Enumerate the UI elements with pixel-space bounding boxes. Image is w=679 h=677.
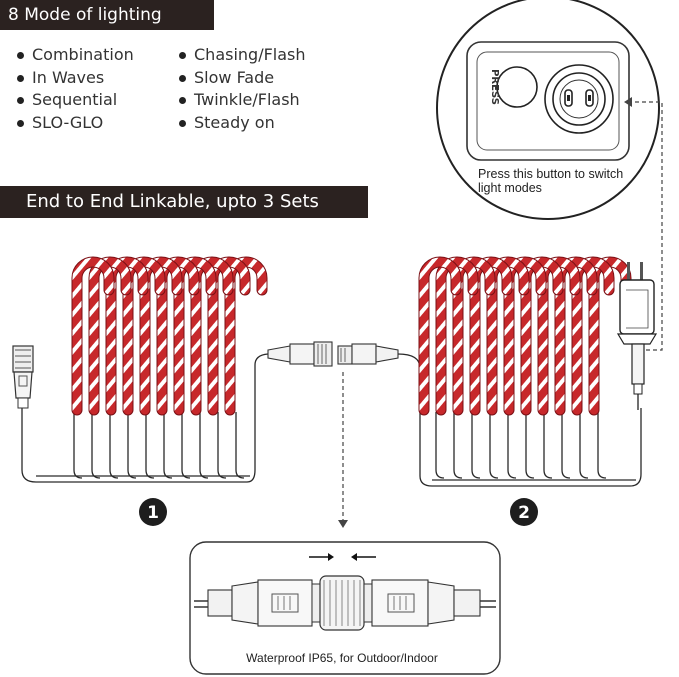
- mode-item: Twinkle/Flash: [178, 89, 306, 112]
- set2-canes: [424, 262, 626, 410]
- arrow-left-icon: [351, 553, 357, 561]
- mode-item: Steady on: [178, 112, 306, 135]
- set-number-badge: 1: [139, 498, 167, 526]
- connector-detail: [189, 541, 501, 675]
- modes-list-left: Combination In Waves Sequential SLO-GLO: [16, 44, 134, 135]
- modes-heading: 8 Mode of lighting: [0, 0, 214, 30]
- connector-caption: Waterproof IP65, for Outdoor/Indoor: [246, 651, 438, 665]
- set2-wires: [397, 353, 642, 487]
- set-number-badge: 2: [510, 498, 538, 526]
- arrow-right-icon: [328, 553, 334, 561]
- mode-item: Slow Fade: [178, 67, 306, 90]
- power-plug-icon: [616, 262, 658, 410]
- controller-zoom: PRESS: [436, 0, 660, 220]
- mode-item: Combination: [16, 44, 134, 67]
- svg-text:2: 2: [518, 503, 530, 523]
- mode-item: SLO-GLO: [16, 112, 134, 135]
- set1-wires: [21, 353, 269, 483]
- set1-end-connector: [12, 345, 34, 409]
- svg-text:1: 1: [147, 503, 159, 523]
- controller-caption: Press this button to switch light modes: [478, 167, 624, 195]
- press-label: PRESS: [489, 69, 500, 105]
- link-connectors: [267, 341, 399, 367]
- mode-item: Chasing/Flash: [178, 44, 306, 67]
- mode-button-icon[interactable]: [496, 66, 538, 108]
- set1-canes: [77, 262, 262, 410]
- mode-item: Sequential: [16, 89, 134, 112]
- modes-list-right: Chasing/Flash Slow Fade Twinkle/Flash St…: [178, 44, 306, 135]
- link-heading: End to End Linkable, upto 3 Sets: [0, 186, 368, 218]
- mode-item: In Waves: [16, 67, 134, 90]
